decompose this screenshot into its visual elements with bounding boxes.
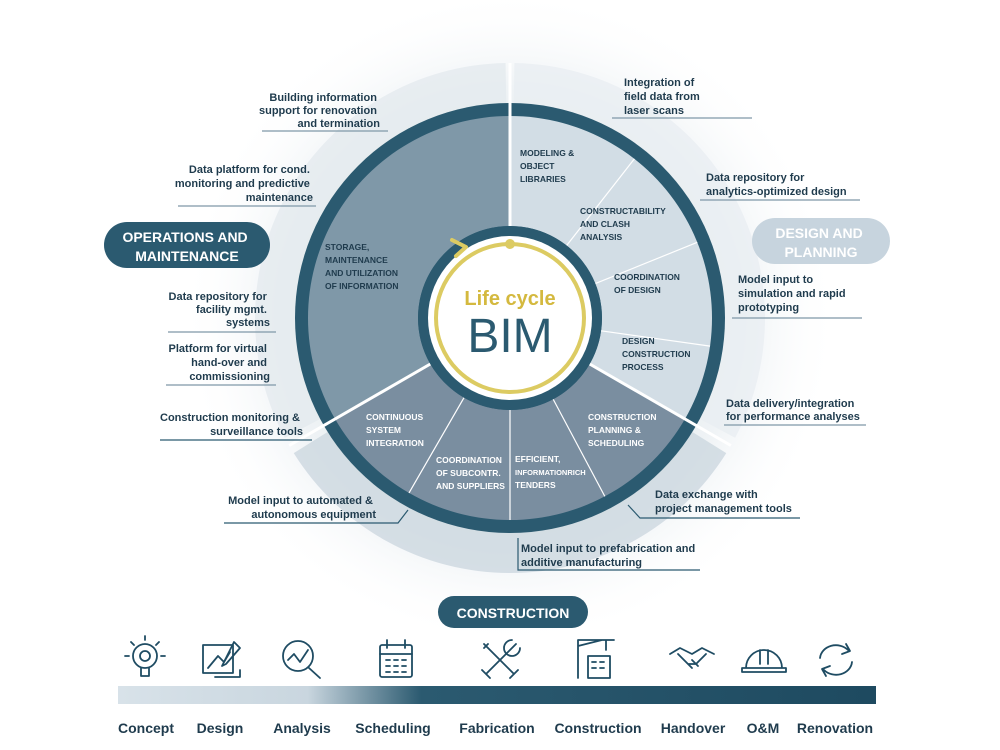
annotation-surveillance: Construction monitoring & surveillance t… — [160, 412, 303, 438]
stage-label-fabrication: Fabrication — [459, 720, 534, 736]
phase-pill-construction — [438, 596, 588, 628]
center-title-top: Life cycle — [464, 288, 555, 310]
stage-label-construction: Construction — [554, 720, 641, 736]
analysis-magnifier-icon — [282, 640, 321, 679]
calendar-icon — [379, 639, 413, 678]
phase-pill-design — [752, 218, 890, 264]
lifecycle-dot — [505, 239, 515, 249]
cycle-arrows-icon — [819, 643, 853, 677]
outer-sector-construction — [293, 430, 727, 574]
stage-labels: Concept Design Analysis Scheduling Fabricati… — [118, 720, 873, 736]
stage-icons — [124, 635, 853, 679]
outer-sector-design — [513, 63, 766, 438]
divider-line — [601, 330, 711, 347]
divider-line — [588, 362, 732, 447]
center-circle — [428, 236, 592, 400]
annotation-performance: Data delivery/integration for performanc… — [726, 398, 860, 423]
divider-line — [408, 397, 465, 494]
segment-dividers — [288, 63, 732, 520]
center-title-main: BIM — [467, 310, 552, 363]
segment-design-construction: DESIGN CONSTRUCTION PROCESS — [622, 336, 693, 372]
outer-phase-ring — [254, 63, 766, 574]
handshake-icon — [669, 647, 715, 669]
annotation-project-mgmt: Data exchange with project management to… — [655, 489, 792, 515]
segment-efficient-tenders: EFFICIENT, INFORMATIONRICH TENDERS — [515, 454, 588, 490]
crane-building-icon — [577, 639, 615, 679]
sector-storage — [307, 116, 510, 419]
tools-icon — [481, 639, 521, 679]
stage-label-om: O&M — [747, 720, 780, 736]
divider-line — [595, 241, 698, 285]
annotation-simulation: Model input to simulation and rapid prot… — [738, 274, 849, 314]
divider-line — [566, 158, 635, 246]
segment-continuous-integration: CONTINUOUS SYSTEM INTEGRATION — [366, 412, 426, 448]
phase-label-design: DESIGN AND PLANNING — [775, 225, 866, 260]
stage-label-renovation: Renovation — [797, 720, 873, 736]
annotation-automated: Model input to automated & autonomous eq… — [228, 495, 376, 521]
brain-gear-icon — [124, 635, 166, 677]
annotation-prefab: Model input to prefabrication and additi… — [521, 543, 698, 569]
stage-label-analysis: Analysis — [273, 720, 331, 736]
segment-construction-planning: CONSTRUCTION PLANNING & SCHEDULING — [588, 412, 659, 448]
stage-label-scheduling: Scheduling — [355, 720, 430, 736]
annotation-renovation: Building information support for renovat… — [259, 92, 380, 130]
segment-constructability: CONSTRUCTABILITY AND CLASH ANALYSIS — [580, 206, 668, 242]
segment-labels: STORAGE, MAINTENANCE AND UTILIZATION OF … — [325, 148, 693, 491]
segment-coordination-design: COORDINATION OF DESIGN — [614, 272, 682, 295]
sector-design — [510, 116, 712, 419]
divider-line — [552, 398, 606, 497]
stage-label-concept: Concept — [118, 720, 174, 736]
annotation-analytics: Data repository for analytics-optimized … — [706, 172, 847, 198]
phase-label-operations: OPERATIONS AND MAINTENANCE — [122, 229, 251, 264]
annotation-cond-monitoring: Data platform for cond. monitoring and p… — [175, 164, 313, 204]
annotation-facility: Data repository for facility mgmt. syste… — [169, 291, 270, 329]
stage-label-handover: Handover — [661, 720, 726, 736]
stage-label-design: Design — [197, 720, 244, 736]
annotation-laser: Integration of field data from laser sca… — [624, 77, 703, 117]
outer-sector-operations — [254, 63, 507, 438]
annotations: Building information support for renovat… — [160, 77, 866, 571]
blueprint-icon — [202, 641, 241, 678]
annotation-handover: Platform for virtual hand-over and commi… — [169, 343, 270, 383]
segment-storage: STORAGE, MAINTENANCE AND UTILIZATION OF … — [325, 242, 400, 291]
segment-coordination-subcontr: COORDINATION OF SUBCONTR. AND SUPPLIERS — [436, 455, 505, 491]
phase-label-construction: CONSTRUCTION — [457, 605, 570, 621]
divider-line — [288, 362, 432, 447]
segment-modeling: MODELING & OBJECT LIBRARIES — [520, 148, 577, 184]
lifecycle-arrow-head — [450, 238, 468, 258]
phase-pill-operations — [104, 222, 270, 268]
hard-hat-icon — [741, 649, 787, 673]
timeline-bar — [118, 686, 876, 704]
